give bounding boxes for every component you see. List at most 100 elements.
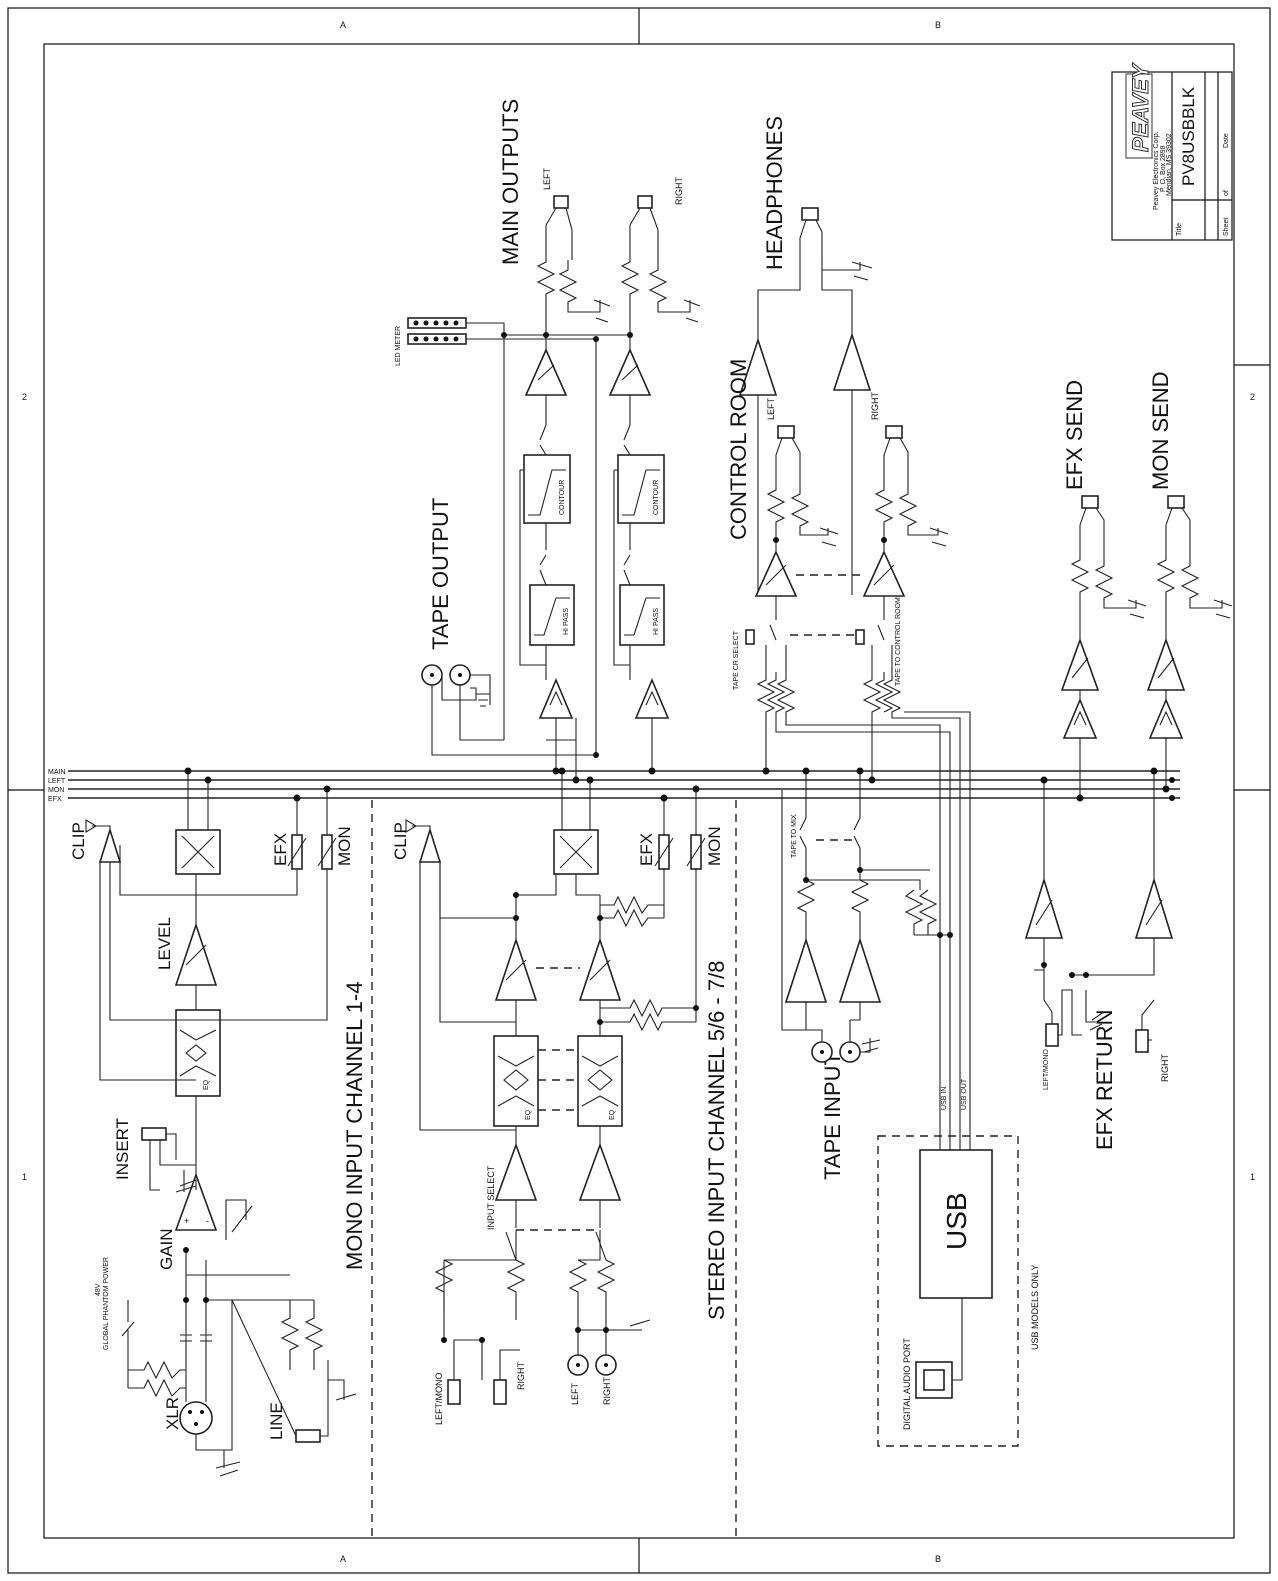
insert-label: INSERT xyxy=(113,1118,132,1180)
eq-block xyxy=(175,1009,221,1097)
efx-send-jack xyxy=(1081,495,1099,509)
efx-return-left-amp xyxy=(1024,877,1064,939)
control-room-section: HEADPHONES CONTROL ROOM LEFT RIGHT TAPE … xyxy=(726,116,971,1150)
rca-left-label: LEFT xyxy=(570,1382,580,1405)
zone-mark-right-1: 1 xyxy=(1250,1172,1255,1182)
usb-codec-block xyxy=(919,1149,993,1299)
zone-mark-top-b: B xyxy=(935,20,941,30)
title-block: PEAVEY Peavey Electronics Corp. P. O. Bo… xyxy=(1111,62,1233,241)
svg-text:-: - xyxy=(206,1216,209,1226)
main-left-jack xyxy=(553,195,569,209)
usb-models-only-label: USB MODELS ONLY xyxy=(1030,1265,1040,1350)
zone-mark-left-2: 2 xyxy=(22,392,27,402)
efx-send-label: EFX SEND xyxy=(1062,380,1087,490)
clip-comparator xyxy=(98,827,122,863)
gain-label: GAIN xyxy=(157,1228,176,1270)
sheet-field-label: Sheet xyxy=(1223,218,1230,236)
main-outputs-label: MAIN OUTPUTS xyxy=(498,99,523,265)
headphones-label: HEADPHONES xyxy=(762,116,787,270)
tape-to-control-room-label: TAPE TO CONTROL ROOM xyxy=(895,597,902,686)
main-right-contour-label: CONTOUR xyxy=(653,480,660,515)
control-room-right-amp xyxy=(862,550,906,597)
control-room-left-label: LEFT xyxy=(766,397,776,420)
peavey-logo: PEAVEY xyxy=(1125,62,1154,159)
digital-audio-port-label: DIGITAL AUDIO PORT xyxy=(902,1338,912,1430)
efx-return-left-label: LEFT/MONO xyxy=(1043,1049,1050,1090)
usb-out-label: USB OUT xyxy=(961,1078,968,1110)
efx-master-amp xyxy=(1062,697,1098,739)
main-outputs-section: MAIN OUTPUTS LEFT RIGHT LED METER CO xyxy=(395,99,701,784)
phantom-power-label: GLOBAL PHANTOM POWER xyxy=(103,1257,110,1350)
control-room-label: CONTROL ROOM xyxy=(726,359,751,540)
stereo-left-mono-jack xyxy=(447,1379,461,1405)
mon-label: MON xyxy=(335,826,354,866)
stereo-left-mono-label: LEFT/MONO xyxy=(434,1372,444,1425)
xlr-label: XLR xyxy=(163,1397,182,1430)
control-room-left-jack xyxy=(777,425,795,439)
stereo-left-eq-label: EQ xyxy=(525,1109,532,1120)
zone-mark-right-2: 2 xyxy=(1250,392,1255,402)
of-field-label: of xyxy=(1223,190,1230,196)
efx-return-left-jack xyxy=(1045,1023,1059,1047)
tape-cr-select-switch xyxy=(745,629,755,645)
main-left-label: LEFT xyxy=(542,167,552,190)
sends-section: EFX SEND MON SEND xyxy=(1060,371,1233,802)
company-city: Meridian, MS 39302 xyxy=(1166,133,1173,196)
efx-return-right-jack xyxy=(1135,1029,1149,1053)
stereo-input-channel: STEREO INPUT CHANNEL 5/6 - 7/8 LEFT/MONO… xyxy=(391,767,729,1425)
zone-mark-bottom-b: B xyxy=(935,1554,941,1564)
po-box: P. O. Box 2898 xyxy=(1160,145,1167,192)
phantom-voltage-label: 48V xyxy=(95,1283,102,1296)
efx-return-right-label: RIGHT xyxy=(1160,1054,1170,1083)
main-right-label: RIGHT xyxy=(674,177,684,206)
stereo-left-eq xyxy=(493,1035,539,1127)
mon-send-amp xyxy=(1146,637,1186,691)
tape-input-left-amp xyxy=(784,937,828,1003)
mon-send-label: MON SEND xyxy=(1148,371,1173,490)
stereo-right-eq-label: EQ xyxy=(609,1109,616,1120)
main-right-hipass-label: HI PASS xyxy=(653,608,660,635)
main-right-hipass xyxy=(619,584,665,646)
control-room-right-jack xyxy=(885,425,903,439)
tape-to-mix-label: TAPE TO MIX xyxy=(791,814,798,858)
main-left-summing-amp xyxy=(538,677,574,719)
tape-cr-select-label: TAPE CR SELECT xyxy=(733,630,740,690)
tape-input-right-amp xyxy=(838,937,882,1003)
headphones-jack xyxy=(801,207,819,221)
mono-input-title: MONO INPUT CHANNEL 1-4 xyxy=(342,982,367,1271)
tape-input-section: TAPE INPUT TAPE TO MIX xyxy=(781,767,953,1180)
control-room-left-amp xyxy=(754,550,798,597)
svg-text:+: + xyxy=(184,1216,189,1226)
led-meter xyxy=(407,317,467,345)
efx-return-label: EFX RETURN xyxy=(1092,1009,1117,1150)
stereo-clip-label: CLIP xyxy=(391,822,410,860)
clip-label: CLIP xyxy=(69,822,88,860)
mon-master-amp xyxy=(1148,697,1184,739)
stereo-input-title: STEREO INPUT CHANNEL 5/6 - 7/8 xyxy=(704,961,729,1320)
stereo-mon-label: MON xyxy=(705,826,724,866)
tape-output-label: TAPE OUTPUT xyxy=(428,498,453,650)
mon-send-jack xyxy=(1167,495,1185,509)
zone-mark-bottom-a: A xyxy=(340,1554,346,1564)
efx-return-right-amp xyxy=(1134,877,1174,939)
main-left-hipass-label: HI PASS xyxy=(563,608,570,635)
line-label: LINE xyxy=(267,1402,286,1440)
efx-return-section: EFX RETURN LEFT/MONO RIGHT xyxy=(1024,767,1174,1150)
efx-send-amp xyxy=(1060,637,1100,691)
date-field-label: Date xyxy=(1223,133,1230,148)
svg-text:PEAVEY: PEAVEY xyxy=(1128,62,1153,152)
zone-mark-top-a: A xyxy=(340,20,346,30)
gain-amplifier xyxy=(174,1172,218,1231)
stereo-efx-label: EFX xyxy=(637,833,656,866)
main-right-summing-amp xyxy=(634,677,670,719)
tape-to-cr-switch xyxy=(855,629,865,645)
bus-label-mon: MON xyxy=(48,787,64,794)
model-number: PV8USBBLK xyxy=(1179,86,1198,186)
bus-label-main: MAIN xyxy=(48,769,66,776)
insert-jack xyxy=(141,1127,167,1141)
mono-input-channel: MONO INPUT CHANNEL 1-4 XLR GLOBAL PHANTO… xyxy=(69,767,367,1477)
stereo-left-preamp xyxy=(494,1142,538,1201)
stereo-right-jack xyxy=(493,1379,507,1405)
line-jack xyxy=(295,1429,321,1443)
input-select-label: INPUT SELECT xyxy=(486,1165,496,1230)
